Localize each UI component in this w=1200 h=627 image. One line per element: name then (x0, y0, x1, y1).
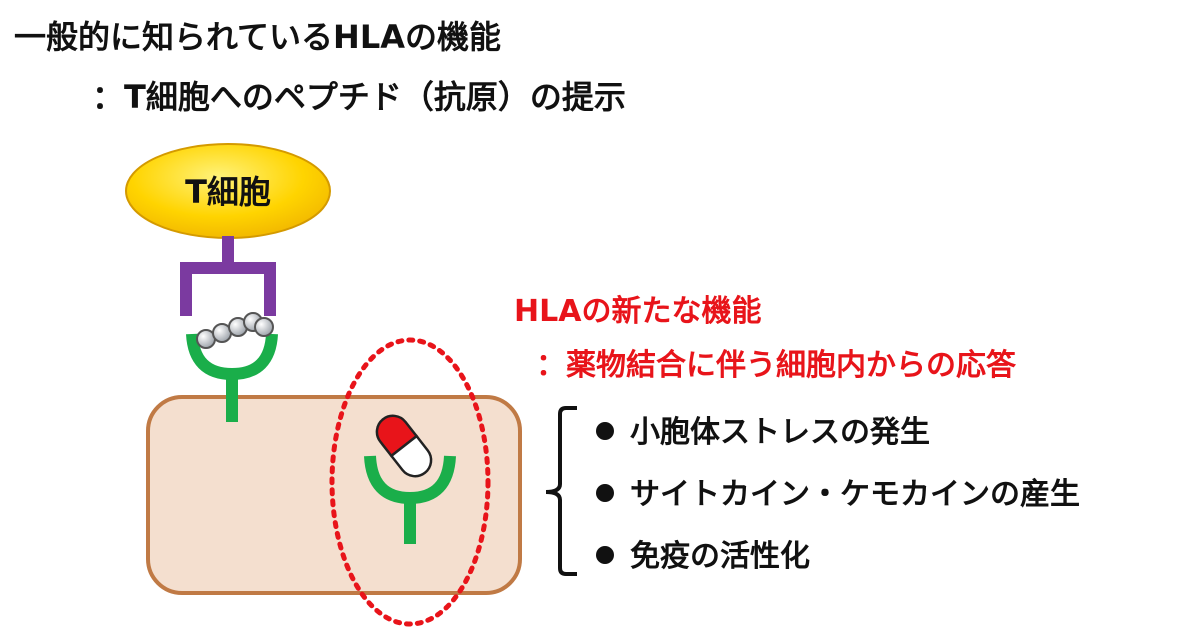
hla-intracellular (364, 455, 456, 544)
title-line-1: 一般的に知られているHLAの機能 (14, 18, 501, 56)
list-item-label: 小胞体ストレスの発生 (630, 415, 930, 450)
new-function-heading: HLAの新たな機能 (514, 294, 762, 329)
list-item: サイトカイン・ケモカインの産生 (596, 469, 1080, 513)
new-function-subheading: ：薬物結合に伴う細胞内からの応答 (536, 348, 1016, 383)
t-cell-label: T細胞 (185, 173, 271, 211)
peptide-antigen (196, 312, 274, 349)
list-item-label: サイトカイン・ケモカインの産生 (630, 477, 1080, 512)
bracket (545, 406, 577, 576)
bullet-icon (596, 421, 614, 440)
hla-surface (186, 333, 278, 422)
highlight-outline (329, 337, 491, 627)
t-cell-receptor (180, 236, 276, 316)
title-line-2: ：T細胞へのペプチド（抗原）の提示 (92, 78, 626, 116)
drug-capsule (375, 414, 433, 478)
list-item: 小胞体ストレスの発生 (596, 407, 930, 451)
list-item: 免疫の活性化 (596, 531, 810, 575)
bullet-icon (596, 483, 614, 502)
bullet-icon (596, 545, 614, 564)
list-item-label: 免疫の活性化 (630, 539, 810, 574)
